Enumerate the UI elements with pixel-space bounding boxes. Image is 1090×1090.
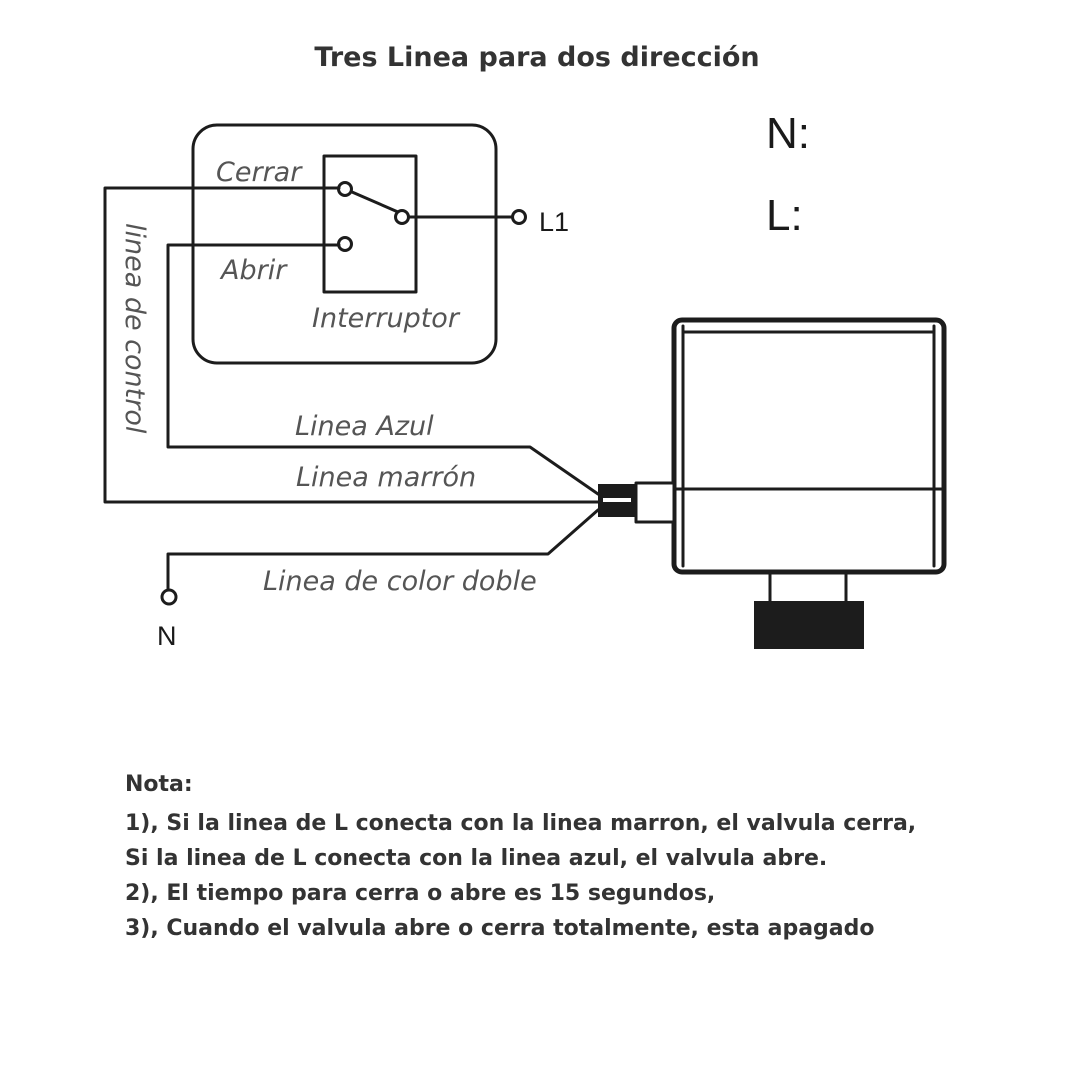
label-cerrar: Cerrar bbox=[216, 157, 303, 188]
switch-body bbox=[322, 154, 418, 294]
label-linea-azul: Linea Azul bbox=[295, 411, 434, 442]
note-line-1: 1), Si la linea de L conecta con la line… bbox=[125, 811, 916, 836]
terminal-l1 bbox=[511, 209, 527, 225]
terminal-abrir bbox=[337, 236, 353, 252]
label-abrir: Abrir bbox=[219, 255, 288, 286]
label-n: N bbox=[157, 621, 177, 651]
terminal-common bbox=[394, 209, 410, 225]
note-line-3: 2), El tiempo para cerra o abre es 15 se… bbox=[125, 881, 715, 906]
wire-azul bbox=[166, 243, 600, 496]
valve-actuator bbox=[598, 317, 947, 649]
terminal-cerrar bbox=[337, 181, 353, 197]
note-line-2: Si la linea de L conecta con la linea az… bbox=[125, 846, 827, 871]
label-linea-doble: Linea de color doble bbox=[263, 566, 537, 597]
switch-lever bbox=[350, 190, 400, 214]
terminal-n bbox=[160, 588, 178, 606]
actuator-body bbox=[671, 317, 947, 575]
label-linea-control: linea de control bbox=[119, 223, 150, 434]
valve-base bbox=[754, 601, 864, 649]
label-l1: L1 bbox=[539, 207, 569, 237]
cable-gland bbox=[634, 481, 676, 524]
wire-doble bbox=[166, 508, 600, 592]
legend-l: L: bbox=[766, 191, 803, 240]
label-linea-marron: Linea marrón bbox=[296, 462, 476, 493]
note-heading: Nota: bbox=[125, 772, 193, 797]
wire-marron bbox=[103, 186, 600, 504]
diagram-title: Tres Linea para dos dirección bbox=[314, 42, 759, 73]
note-line-4: 3), Cuando el valvula abre o cerra total… bbox=[125, 916, 875, 941]
label-interruptor: Interruptor bbox=[312, 303, 461, 334]
legend-n: N: bbox=[766, 109, 810, 158]
